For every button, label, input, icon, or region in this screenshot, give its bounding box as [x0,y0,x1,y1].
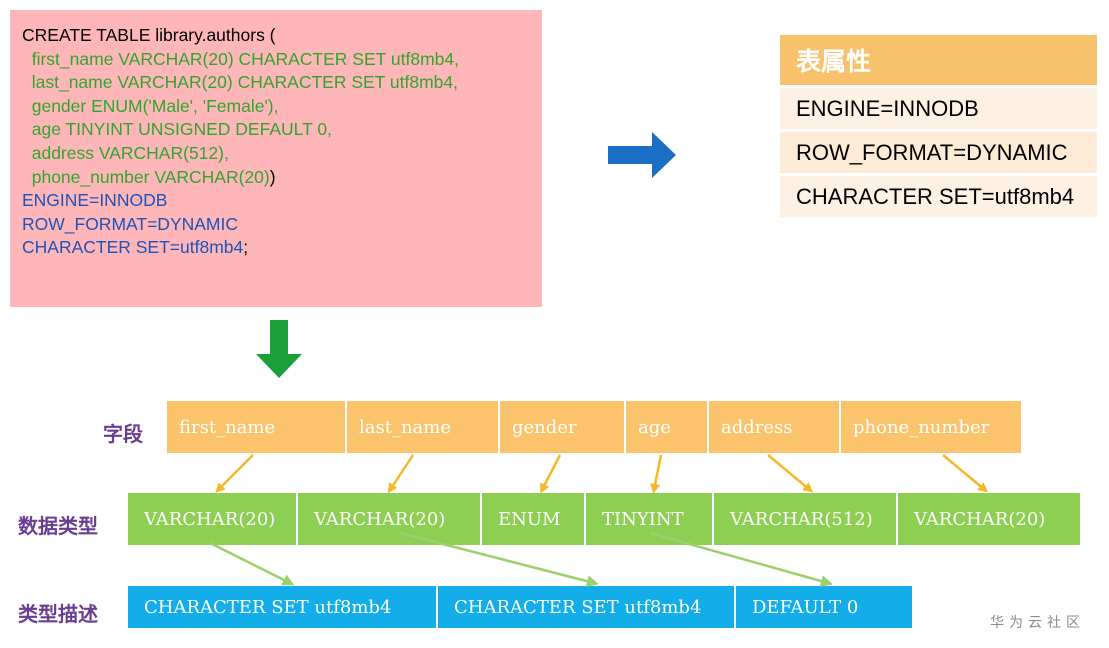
field-cell: age [626,401,707,453]
field-cell: phone_number [841,401,1021,453]
sql-segment: age TINYINT UNSIGNED DEFAULT 0, [22,119,332,140]
connector-arrow [540,454,562,494]
data-type-cell: VARCHAR(20) [898,493,1080,545]
data-type-cell: TINYINT [586,493,712,545]
type-desc-cell: CHARACTER SET utf8mb4 [128,586,436,628]
sql-line: address VARCHAR(512), [22,142,530,166]
sql-line: last_name VARCHAR(20) CHARACTER SET utf8… [22,71,530,95]
sql-line: gender ENUM('Male', 'Female'), [22,95,530,119]
data-type-cell: VARCHAR(512) [714,493,896,545]
table-attribute-row: ENGINE=INNODB [780,88,1097,129]
sql-segment: ENGINE=INNODB [22,190,168,211]
type-desc-cell: DEFAULT 0 [736,586,912,628]
sql-segment: CHARACTER SET=utf8mb4 [22,237,244,258]
sql-segment: phone_number VARCHAR(20) [22,166,270,187]
down-arrow-icon [256,320,302,378]
sql-line: first_name VARCHAR(20) CHARACTER SET utf… [22,48,530,72]
sql-segment: ; [243,237,249,258]
sql-segment: address VARCHAR(512), [22,142,229,163]
type-desc-cell: CHARACTER SET utf8mb4 [438,586,734,628]
sql-line: age TINYINT UNSIGNED DEFAULT 0, [22,118,530,142]
field-cell: last_name [347,401,498,453]
watermark: 华为云社区 [990,615,1085,631]
sql-segment: CREATE TABLE library.authors ( [22,25,276,45]
fields-row-label: 字段 [103,422,143,446]
connector-arrow [387,454,415,494]
connector-arrow [209,541,295,586]
sql-segment: first_name VARCHAR(20) CHARACTER SET utf… [22,48,459,69]
type-desc-row-label: 类型描述 [18,602,98,626]
right-arrow-icon [608,132,676,178]
sql-line: ROW_FORMAT=DYNAMIC [22,213,530,237]
connector-arrow [215,454,254,493]
data-type-cell: VARCHAR(20) [128,493,296,545]
connector-arrow [650,454,663,494]
connector-arrow [942,454,989,493]
table-attribute-row: CHARACTER SET=utf8mb4 [780,176,1097,217]
table-attributes-header: 表属性 [780,35,1097,85]
sql-segment: last_name VARCHAR(20) CHARACTER SET utf8… [22,72,459,93]
sql-create-table-box: CREATE TABLE library.authors ( first_nam… [10,10,542,307]
sql-segment: gender ENUM('Male', 'Female'), [22,95,279,116]
sql-line: phone_number VARCHAR(20)) [22,166,530,190]
sql-line: CREATE TABLE library.authors ( [22,24,530,48]
sql-line: ENGINE=INNODB [22,189,530,213]
sql-segment: ROW_FORMAT=DYNAMIC [22,213,238,234]
sql-segment: ) [269,166,276,187]
connector-arrow [767,454,814,493]
field-cell: first_name [167,401,345,453]
data-type-cell: ENUM [482,493,584,545]
sql-line: CHARACTER SET=utf8mb4; [22,236,530,260]
table-attribute-row: ROW_FORMAT=DYNAMIC [780,132,1097,173]
data-type-cell: VARCHAR(20) [298,493,480,545]
field-cell: address [709,401,839,453]
field-cell: gender [500,401,624,453]
data-types-row-label: 数据类型 [18,514,98,538]
